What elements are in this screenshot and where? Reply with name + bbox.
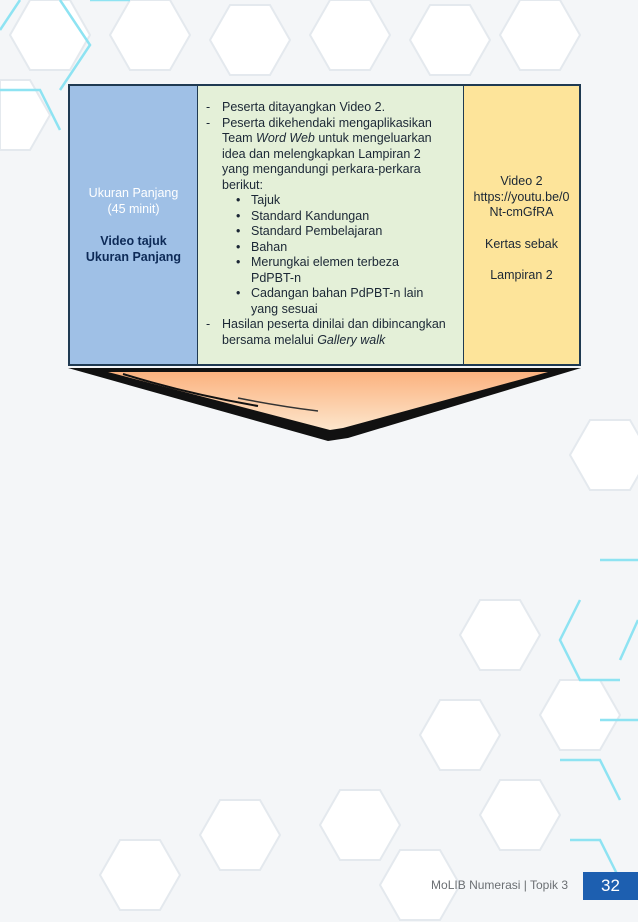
page-number: 32 [583, 872, 638, 900]
appendix-label: Lampiran 2 [490, 268, 553, 282]
sub-list-item: •Tajuk [236, 193, 281, 207]
materials-cell: Video 2 https://youtu.be/0 Nt-cmGfRA Ker… [464, 86, 579, 364]
duration-minutes: (45 minit) [107, 202, 160, 216]
video-link[interactable]: https://youtu.be/0 [473, 189, 570, 204]
footer-title: MoLIB Numerasi | Topik 3 [431, 878, 568, 892]
sub-list-item: •Standard Kandungan [236, 208, 370, 223]
video-label: Video 2 [500, 174, 543, 188]
video-title-line1: Video tajuk [100, 234, 167, 248]
activity-cell: -Peserta ditayangkan Video 2. -Peserta d… [198, 86, 464, 364]
sub-list-item: •Bahan [236, 239, 288, 254]
list-item: -Peserta ditayangkan Video 2. [206, 100, 386, 114]
duration-label: Ukuran Panjang [88, 186, 179, 200]
video-title-line2: Ukuran Panjang [85, 250, 182, 264]
duration-cell: Ukuran Panjang (45 minit) Video tajuk Uk… [70, 86, 198, 364]
paper-label: Kertas sebak [485, 236, 558, 251]
sub-list-item: •Merungkai elemen terbeza [236, 255, 399, 269]
list-item: -Peserta dikehendaki mengaplikasikan [206, 115, 432, 130]
sub-list-item: •Cadangan bahan PdPBT-n lain [236, 286, 424, 300]
lesson-table: Ukuran Panjang (45 minit) Video tajuk Uk… [68, 84, 581, 366]
video-link-cont[interactable]: Nt-cmGfRA [489, 205, 554, 219]
list-item: -Hasilan peserta dinilai dan dibincangka… [206, 317, 446, 331]
sub-list-item: •Standard Pembelajaran [236, 224, 383, 238]
down-arrow-shape [68, 368, 581, 441]
